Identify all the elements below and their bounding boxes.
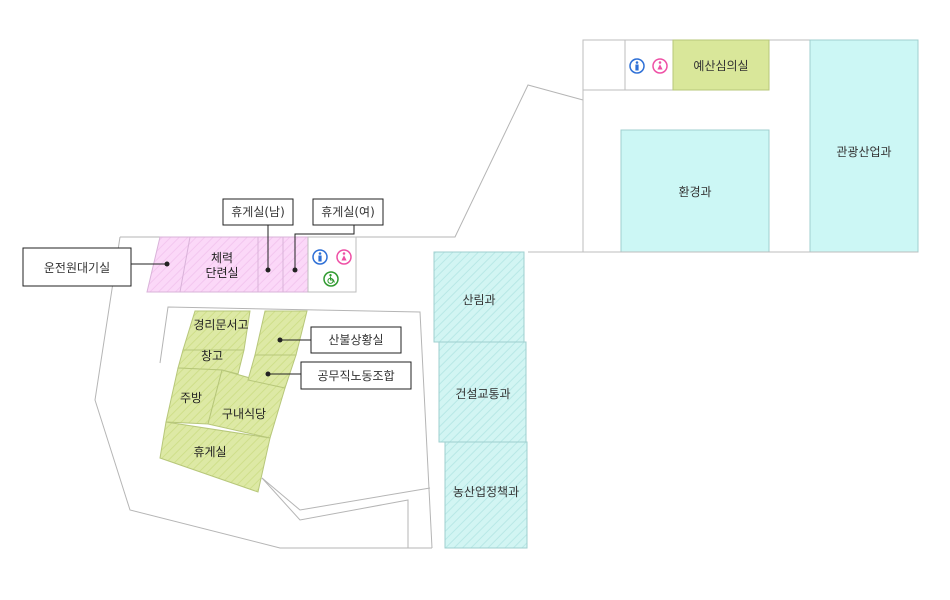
- callout-fire-situation-box: [310, 326, 402, 354]
- east-departments: 산림과 건설교통과 농산업정책과: [433, 251, 528, 549]
- callout-union-label: 공무직노동조합: [317, 369, 394, 383]
- callout-driver-waiting: 운전원대기실: [22, 247, 170, 287]
- room-construction-traffic-label: 건설교통과: [455, 387, 510, 401]
- callout-lounge-female: 휴게실(여): [292, 198, 384, 273]
- room-union[interactable]: [247, 354, 297, 389]
- room-lounge[interactable]: [159, 421, 271, 493]
- room-tourism[interactable]: [809, 39, 919, 253]
- room-environment[interactable]: [620, 129, 770, 253]
- callout-lounge-female-box: [312, 198, 384, 226]
- room-budget-council-label: 예산심의실: [693, 59, 748, 73]
- room-cafeteria-label: 구내식당: [222, 407, 266, 421]
- room-tourism-label: 관광산업과: [836, 145, 891, 159]
- callout-lounge-female-label: 휴게실(여): [321, 205, 375, 219]
- service-block: 경리문서고 창고 주방 구내식당 휴게실: [159, 310, 308, 493]
- callout-lounge-male-label: 휴게실(남): [231, 205, 285, 219]
- room-warehouse-label: 창고: [201, 349, 223, 363]
- callout-driver-waiting-box: [22, 247, 132, 287]
- callout-driver-waiting-label: 운전원대기실: [44, 261, 110, 275]
- room-budget-council[interactable]: [672, 39, 770, 91]
- room-agri-policy-label: 농산업정책과: [453, 484, 519, 499]
- callout-union: 공무직노동조합: [265, 361, 412, 390]
- room-fire-situation[interactable]: [254, 310, 308, 356]
- wheelchair-icon: [323, 271, 339, 287]
- callout-lounge-male-box: [222, 198, 294, 226]
- male-restroom-icon: [629, 58, 645, 74]
- callout-union-box: [300, 361, 412, 390]
- top-wing: 예산심의실 관광산업과 환경과: [528, 39, 919, 253]
- room-kitchen-label: 주방: [180, 391, 202, 405]
- callout-fire-situation-label: 산불상황실: [328, 333, 383, 347]
- room-agri-policy[interactable]: [444, 441, 528, 549]
- room-forestry-label: 산림과: [462, 293, 495, 307]
- room-environment-label: 환경과: [678, 185, 711, 199]
- top-wing-corridor-cell: [582, 39, 626, 91]
- callout-lounge-male: 휴게실(남): [222, 198, 294, 273]
- room-construction-traffic[interactable]: [438, 341, 527, 443]
- room-lounge-label: 휴게실: [193, 445, 226, 459]
- room-fitness-label-1: 체력: [211, 251, 233, 265]
- room-fitness-label-2: 단련실: [205, 266, 238, 280]
- female-restroom-icon: [652, 58, 668, 74]
- fitness-row: 체력 단련실: [146, 236, 357, 293]
- callout-fire-situation: 산불상황실: [277, 326, 402, 354]
- room-records-storage-label: 경리문서고: [193, 318, 248, 332]
- female-restroom-icon: [336, 249, 352, 265]
- male-restroom-icon: [312, 249, 328, 265]
